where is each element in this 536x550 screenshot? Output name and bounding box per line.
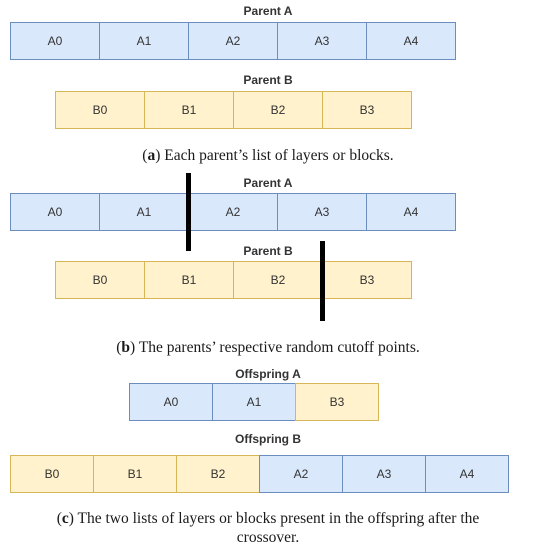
panel-b-parent-b-title: Parent B bbox=[243, 244, 293, 258]
panel-b-parent-b-row: B0 B1 B2 B3 bbox=[55, 261, 412, 299]
block-a4: A4 bbox=[366, 22, 456, 60]
panel-a-parent-b-title: Parent B bbox=[243, 73, 293, 87]
block-b2: B2 bbox=[176, 455, 260, 493]
block-a2: A2 bbox=[188, 22, 278, 60]
block-b1: B1 bbox=[144, 261, 234, 299]
parent-b-cutoff-line bbox=[320, 241, 325, 321]
block-b2: B2 bbox=[233, 261, 323, 299]
block-a3: A3 bbox=[342, 455, 426, 493]
block-b0: B0 bbox=[10, 455, 94, 493]
block-a4: A4 bbox=[425, 455, 509, 493]
block-a2: A2 bbox=[259, 455, 343, 493]
block-b2: B2 bbox=[233, 91, 323, 129]
caption-b: (b) The parents’ respective random cutof… bbox=[116, 339, 420, 356]
caption-a-text: Each parent’s list of layers or blocks. bbox=[160, 147, 394, 164]
block-b1: B1 bbox=[93, 455, 177, 493]
block-a0: A0 bbox=[10, 193, 100, 231]
caption-c: (c) The two lists of layers or blocks pr… bbox=[56, 510, 480, 546]
block-a1: A1 bbox=[99, 22, 189, 60]
block-b0: B0 bbox=[55, 261, 145, 299]
caption-a-letter: a bbox=[147, 147, 156, 164]
block-b1: B1 bbox=[144, 91, 234, 129]
offspring-a-row: A0 A1 B3 bbox=[129, 383, 379, 421]
caption-c-letter: c bbox=[61, 510, 69, 527]
block-a1: A1 bbox=[99, 193, 189, 231]
offspring-b-title: Offspring B bbox=[235, 432, 301, 446]
caption-c-text-line2: crossover. bbox=[236, 529, 300, 546]
block-b3: B3 bbox=[322, 91, 412, 129]
block-a1: A1 bbox=[212, 383, 296, 421]
caption-b-text: The parents’ respective random cutoff po… bbox=[135, 339, 420, 356]
block-b3: B3 bbox=[322, 261, 412, 299]
block-a0: A0 bbox=[129, 383, 213, 421]
block-b3: B3 bbox=[295, 383, 379, 421]
panel-b-parent-a-row: A0 A1 A2 A3 A4 bbox=[10, 193, 456, 231]
caption-b-letter: b bbox=[121, 339, 131, 356]
parent-a-cutoff-line bbox=[186, 173, 191, 251]
offspring-b-row: B0 B1 B2 A2 A3 A4 bbox=[10, 455, 509, 493]
block-a4: A4 bbox=[366, 193, 456, 231]
offspring-a-title: Offspring A bbox=[235, 367, 301, 381]
caption-a: (a) Each parent’s list of layers or bloc… bbox=[142, 147, 394, 164]
block-a3: A3 bbox=[277, 22, 367, 60]
block-b0: B0 bbox=[55, 91, 145, 129]
block-a2: A2 bbox=[188, 193, 278, 231]
panel-a-parent-a-row: A0 A1 A2 A3 A4 bbox=[10, 22, 456, 60]
block-a0: A0 bbox=[10, 22, 100, 60]
panel-b-parent-a-title: Parent A bbox=[243, 176, 293, 190]
panel-a-parent-b-row: B0 B1 B2 B3 bbox=[55, 91, 412, 129]
panel-a-parent-a-title: Parent A bbox=[243, 4, 293, 18]
block-a3: A3 bbox=[277, 193, 367, 231]
caption-c-text-line1: The two lists of layers or blocks presen… bbox=[73, 510, 480, 527]
